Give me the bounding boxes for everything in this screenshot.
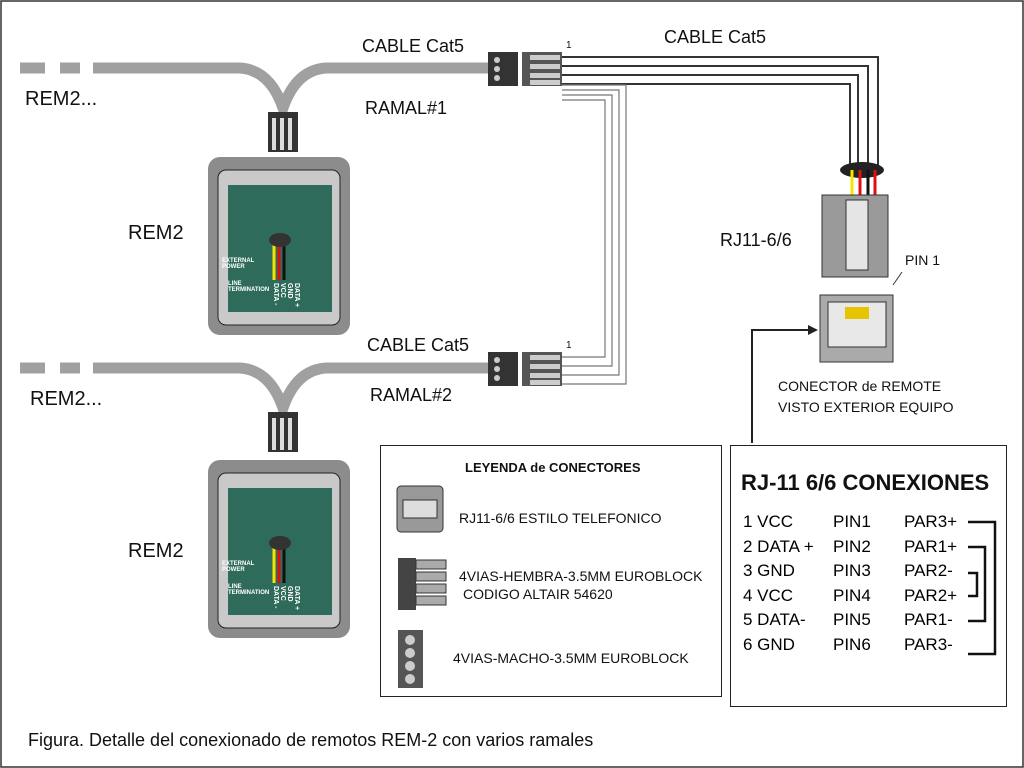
rem2-device-1 — [208, 157, 350, 335]
table-cell: PIN2 — [833, 536, 871, 556]
rj11-connector-icon — [396, 485, 444, 533]
male-euroblock-icon — [398, 630, 423, 688]
pin-label-data-plus-2: DATA + — [293, 586, 300, 611]
ramal-label-2: RAMAL#2 — [370, 385, 453, 405]
table-cell: PAR3- — [904, 634, 953, 654]
cable-label-2: CABLE Cat5 — [367, 335, 470, 355]
legend-item-female: 4VIAS-HEMBRA-3.5MM EUROBLOCK — [459, 568, 703, 584]
connector-label-2: VISTO EXTERIOR EQUIPO — [778, 399, 954, 415]
tee-connector-2 — [268, 412, 298, 452]
cable-label-3: CABLE Cat5 — [664, 27, 767, 47]
rj11-connections-table: RJ-11 6/6 CONEXIONES 1 VCC PIN1 PAR3+ 2 DAT… — [730, 445, 1007, 707]
wires-to-rj11 — [562, 56, 879, 165]
figure-caption: Figura. Detalle del conexionado de remot… — [28, 730, 594, 750]
cable-branch-1 — [20, 62, 488, 125]
external-power-label-2: EXTERNAL POWER — [222, 561, 255, 573]
table-cell: 3 GND — [743, 561, 795, 580]
pin-label-data-minus-2: DATA - — [272, 586, 279, 609]
line-termination-label-2: LINE TERMINATION — [228, 584, 270, 596]
table-cell: 2 DATA + — [743, 536, 814, 556]
table-cell: 1 VCC — [743, 512, 794, 531]
legend-item-female-code: CODIGO ALTAIR 54620 — [463, 586, 613, 602]
pin-label-vcc: VCC — [279, 283, 286, 298]
euroblock-pair-2 — [488, 352, 562, 386]
rem2-device-2 — [208, 460, 350, 638]
cable-branch-2 — [20, 362, 488, 425]
tee-connector-1 — [268, 112, 298, 152]
table-cell: PAR2+ — [904, 585, 958, 605]
rem2-dots-label-2: REM2... — [30, 388, 103, 410]
table-cell: PIN4 — [833, 585, 871, 605]
wires-ramal-2 — [562, 84, 627, 385]
table-cell: PAR1+ — [904, 536, 958, 556]
connector-legend: LEYENDA de CONECTORES RJ11-6/6 ESTILO TE… — [380, 445, 722, 697]
pin-marker-1: 1 — [566, 40, 572, 51]
table-cell: PIN3 — [833, 561, 871, 580]
pin-label-data-minus: DATA - — [272, 283, 279, 306]
pin-label-vcc-2: VCC — [279, 586, 286, 601]
table-cell: PIN6 — [833, 634, 871, 654]
euroblock-pair-1 — [488, 52, 562, 86]
table-cell: 4 VCC — [743, 585, 794, 605]
table-title: RJ-11 6/6 CONEXIONES — [741, 470, 990, 495]
pin-label-data-plus: DATA + — [293, 283, 300, 308]
table-cell: PAR2- — [904, 561, 953, 580]
pin1-pointer — [892, 271, 903, 286]
rj11-plug — [821, 162, 889, 278]
external-power-label: EXTERNAL POWER — [222, 258, 255, 270]
connector-label-1: CONECTOR de REMOTE — [778, 378, 942, 394]
legend-title: LEYENDA de CONECTORES — [465, 460, 641, 475]
rj11-jack — [819, 294, 894, 363]
legend-item-rj11: RJ11-6/6 ESTILO TELEFONICO — [459, 510, 662, 526]
rem2-label-2: REM2 — [128, 540, 184, 562]
pin1-label: PIN 1 — [905, 252, 941, 268]
table-cell: PIN5 — [833, 610, 871, 629]
rem2-dots-label-1: REM2... — [25, 88, 98, 110]
line-termination-label: LINE TERMINATION — [228, 281, 270, 293]
pin-label-gnd: GND — [286, 283, 293, 299]
pair-brackets — [968, 520, 997, 656]
table-cell: 5 DATA- — [743, 610, 806, 629]
pin-marker-2: 1 — [566, 340, 572, 351]
legend-item-male: 4VIAS-MACHO-3.5MM EUROBLOCK — [453, 650, 689, 666]
table-cell: PAR3+ — [904, 512, 958, 531]
rem2-label-1: REM2 — [128, 222, 184, 244]
female-euroblock-icon — [398, 558, 447, 610]
rj11-label: RJ11-6/6 — [720, 230, 792, 250]
pointer-arrow — [751, 329, 812, 443]
cable-label-1: CABLE Cat5 — [362, 36, 465, 56]
pin-label-gnd-2: GND — [286, 586, 293, 602]
table-cell: PIN1 — [833, 512, 871, 531]
table-cell: PAR1- — [904, 610, 953, 629]
table-cell: 6 GND — [743, 634, 795, 654]
ramal-label-1: RAMAL#1 — [365, 98, 448, 118]
